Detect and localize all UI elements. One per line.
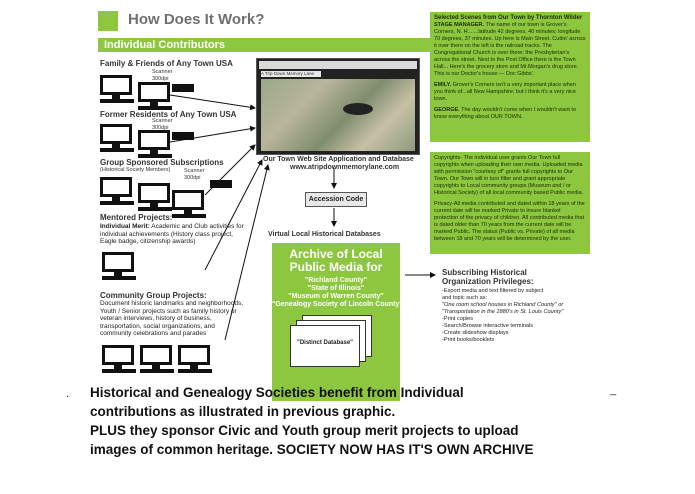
arrow-community	[224, 164, 270, 341]
subscribing-line: -Export media and text filtered by subje…	[442, 288, 544, 294]
website-caption: Our Town Web Site Application and Databa…	[263, 156, 414, 163]
subscribing-line: -Create slideshow displays	[442, 330, 509, 336]
subscribing-line: "One room school houses in Richland Coun…	[442, 302, 564, 308]
family-label: Family & Friends of Any Town USA	[100, 59, 233, 68]
virtual-db-label: Virtual Local Historical Databases	[268, 231, 381, 238]
privacy-text: Privacy-All media contributed and dated …	[434, 201, 585, 242]
mentored-text: Academic and Club activities for individ…	[100, 223, 244, 245]
scenes-speaker-2: EMILY.	[434, 82, 452, 88]
map-marker	[343, 103, 373, 115]
former-scanner-icon	[172, 132, 194, 140]
scenes-title: Selected Scenes from Our Town by Thornto…	[434, 15, 583, 21]
footer-line-1: Historical and Genealogy Societies benef…	[90, 385, 464, 400]
website-window-title: A Trip Down Memory Lane	[261, 71, 321, 77]
section-bar: Individual Contributors	[98, 38, 430, 52]
distinct-db-label: "Distinct Database"	[296, 340, 354, 346]
footer-line-4: images of common heritage. SOCIETY NOW H…	[90, 442, 534, 457]
archive-item: "Genealogy Society of Lincoln County"	[272, 301, 403, 308]
archive-item: "State of Illinois"	[307, 285, 365, 292]
website-url[interactable]: www.atripdownmemorylane.com	[290, 164, 400, 171]
subscribing-title-2: Organization Privileges:	[442, 277, 534, 286]
subscribing-line: -Print books/booklets	[442, 337, 495, 343]
scenes-text-3: The day wouldn't come when I wouldn't wa…	[434, 107, 577, 120]
footer-right-dash: _	[610, 384, 617, 396]
former-dpi-label: 300dpi	[152, 125, 169, 131]
archive-item: "Museum of Warren County"	[288, 293, 384, 300]
subscribing-line: -Print copies	[442, 316, 474, 322]
mentored-description: Individual Merit: Academic and Club acti…	[100, 223, 245, 246]
arrow-family	[169, 94, 256, 111]
db-sheet-front: "Distinct Database"	[290, 325, 360, 367]
footer-left-dot: .	[66, 388, 70, 400]
header-logo-square	[98, 11, 118, 31]
community-title: Community Group Projects:	[100, 291, 207, 300]
mentored-title: Mentored Projects:	[100, 213, 173, 222]
sponsored-scanner-label: Scanner	[184, 168, 205, 174]
sponsored-scanner-icon	[210, 180, 232, 188]
family-dpi-label: 300dpi	[152, 76, 169, 82]
subscribing-line: "Transportation in the 1880's in St. Lou…	[442, 309, 564, 315]
family-scanner-label: Scanner	[152, 69, 173, 75]
section-bar-label: Individual Contributors	[104, 39, 225, 51]
copyrights-panel: Copyrights- The individual user grants O…	[430, 152, 590, 254]
mentored-bold: Individual Merit:	[100, 223, 150, 230]
archive-title-1: Archive of Local	[289, 247, 383, 261]
arrow-mentored	[204, 159, 263, 271]
scenes-speaker-1: STAGE MANAGER.	[434, 22, 485, 28]
community-text: Document historic landmarks and neighbor…	[100, 300, 244, 337]
archive-item: "Richland County"	[304, 277, 368, 284]
browser-toolbar	[259, 61, 417, 69]
former-scanner-label: Scanner	[152, 118, 173, 124]
subscribing-list: -Export media and text filtered by subje…	[442, 288, 563, 344]
website-screenshot: A Trip Down Memory Lane	[256, 58, 420, 155]
subscribing-title-1: Subscribing Historical	[442, 268, 527, 277]
sponsored-sublabel: (Historical Society Members)	[100, 167, 171, 173]
website-map-image	[261, 79, 415, 151]
sponsored-dpi-label: 300dpi	[184, 175, 201, 181]
scenes-panel: Selected Scenes from Our Town by Thornto…	[430, 12, 590, 142]
scenes-speaker-3: GEORGE.	[434, 107, 460, 113]
former-label: Former Residents of Any Town USA	[100, 110, 237, 119]
sponsored-label: Group Sponsored Subscriptions	[100, 158, 224, 167]
footer-line-3: PLUS they sponsor Civic and Youth group …	[90, 423, 519, 438]
subscribing-line: -Search/Browse interactive terminals	[442, 323, 534, 329]
copyrights-text: Copyrights- The individual user grants O…	[434, 155, 584, 196]
subscribing-line: and topic such as:	[442, 295, 488, 301]
scenes-text-2: Grover's Corners isn't a very important …	[434, 82, 576, 102]
page-title: How Does It Work?	[128, 11, 265, 28]
footer-line-2: contributions as illustrated in previous…	[90, 404, 396, 419]
accession-code-box: Accession Code	[305, 192, 367, 207]
family-scanner-icon	[172, 84, 194, 92]
scenes-text-1: The name of our town is Grover's Corners…	[434, 22, 586, 77]
archive-panel: Archive of Local Public Media for "Richl…	[272, 243, 403, 401]
archive-title-2: Public Media for	[289, 260, 383, 274]
